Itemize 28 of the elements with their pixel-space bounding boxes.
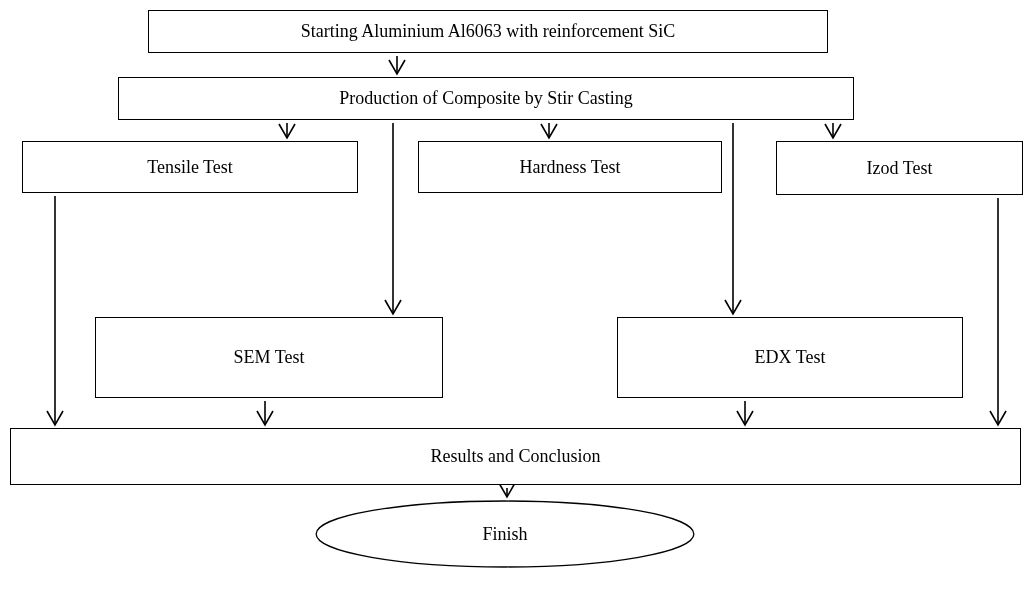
node-label: Hardness Test	[519, 156, 621, 178]
arrow	[989, 197, 1007, 426]
node-label: Tensile Test	[147, 156, 233, 178]
node-label: EDX Test	[754, 347, 826, 368]
process-box	[22, 141, 358, 193]
arrow	[540, 122, 558, 139]
node-label: Izod Test	[866, 157, 933, 179]
arrow	[46, 195, 64, 426]
node-label: Finish	[482, 523, 528, 545]
arrow	[724, 122, 742, 315]
process-box	[776, 141, 1023, 195]
arrow	[278, 122, 296, 139]
arrow	[824, 122, 842, 139]
process-box	[118, 77, 854, 120]
process-box	[148, 10, 828, 53]
process-box	[418, 141, 722, 193]
process-box	[10, 428, 1021, 485]
node-label: SEM Test	[233, 347, 305, 368]
node-label: Production of Composite by Stir Casting	[339, 88, 633, 109]
arrow	[736, 400, 754, 426]
arrow	[384, 122, 402, 315]
process-box	[95, 317, 443, 398]
arrow	[256, 400, 274, 426]
terminal-ellipse	[315, 500, 695, 568]
arrow	[388, 55, 406, 75]
node-label: Results and Conclusion	[430, 446, 601, 467]
process-box	[617, 317, 963, 398]
node-label: Starting Aluminium Al6063 with reinforcement SiC	[300, 21, 676, 42]
